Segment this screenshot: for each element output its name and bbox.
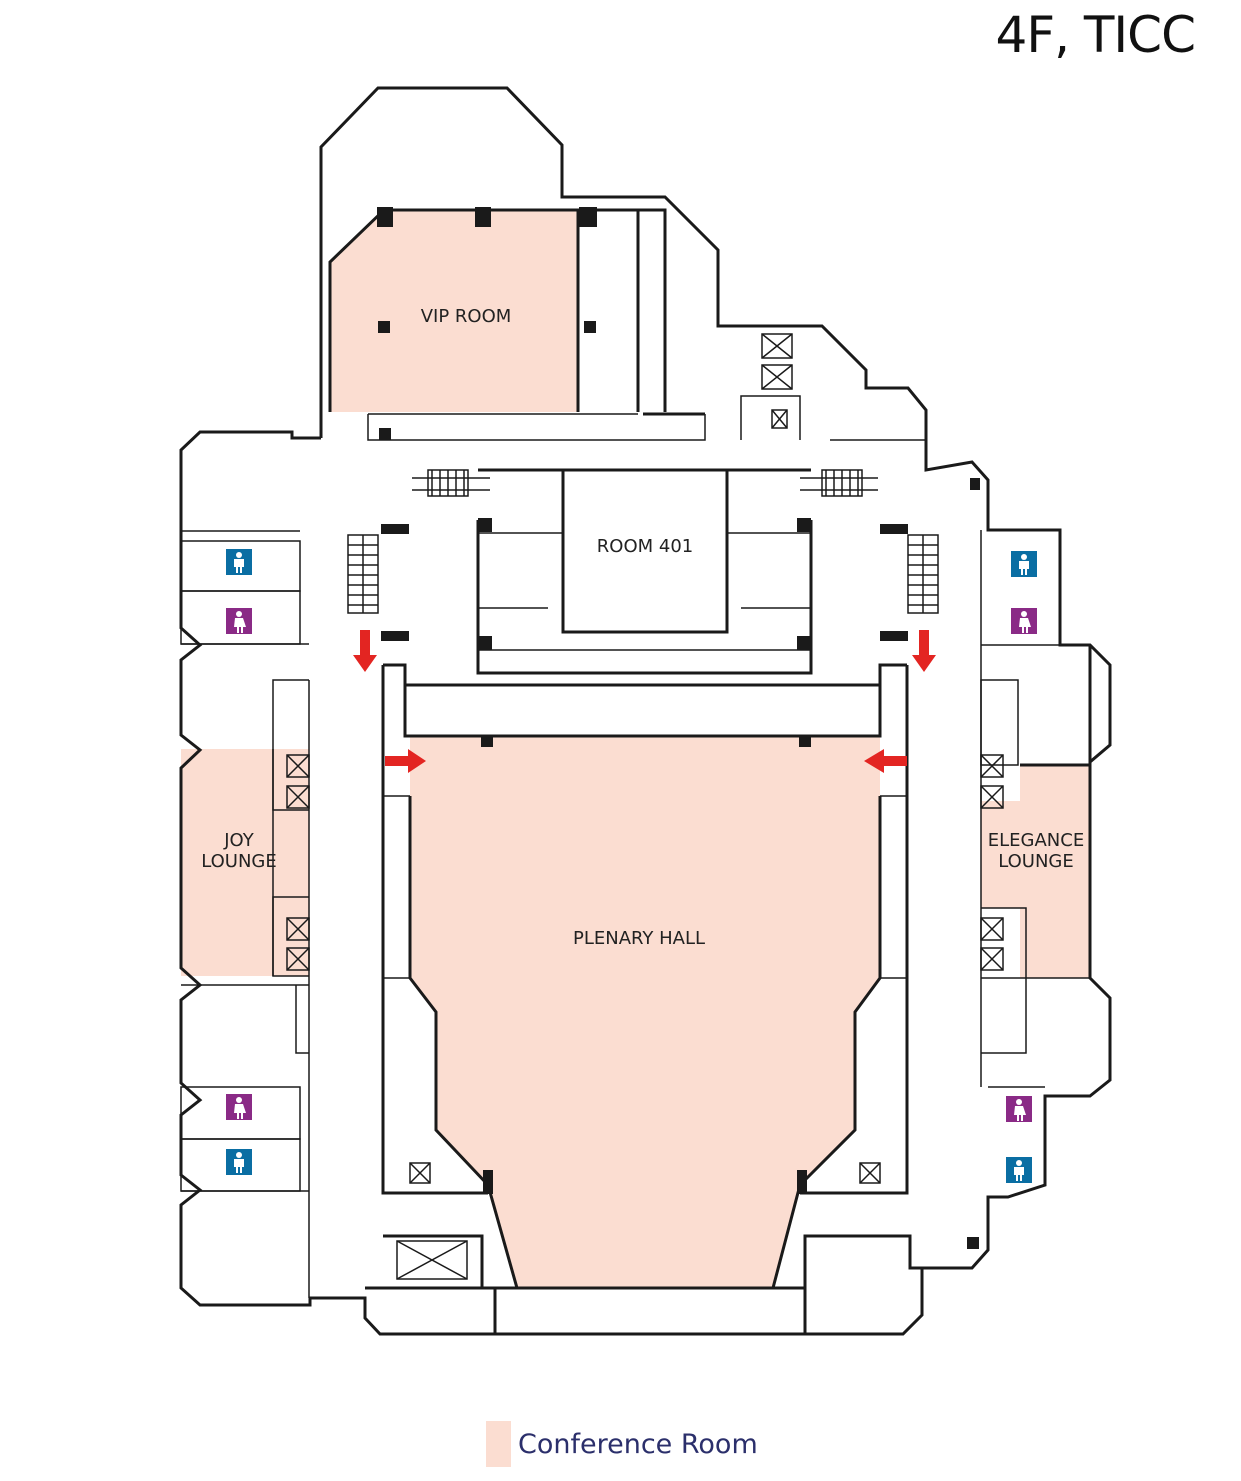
womens-restroom-icon (226, 608, 252, 634)
plenary-hall-area[interactable] (410, 736, 880, 1288)
womens-restroom-icon (1011, 608, 1037, 634)
elegance-lounge-area[interactable] (1020, 765, 1090, 978)
entrance-arrow-icon (385, 749, 426, 773)
legend-swatch-conference-room (486, 1421, 511, 1467)
entrance-arrow-icon (864, 749, 907, 773)
vip-room-area[interactable] (330, 210, 578, 412)
stairs-left (347, 534, 379, 614)
mens-restroom-icon (1011, 551, 1037, 577)
outer-wall (179, 86, 1112, 1336)
entrance-arrow-icon (912, 630, 936, 672)
elegance-lounge-label: ELEGANCE (988, 830, 1084, 851)
entrance-arrow-icon (353, 630, 377, 672)
mens-restroom-icon (226, 1149, 252, 1175)
mens-restroom-icon (226, 549, 252, 575)
stairs-right (907, 534, 939, 614)
mens-restroom-icon (1006, 1157, 1032, 1183)
vip-room-label: VIP ROOM (421, 306, 512, 327)
map-title: 4F, TICC (995, 6, 1196, 64)
joy-lounge-label: JOY (223, 830, 254, 851)
escalator-icon (412, 469, 490, 497)
legend: Conference Room (486, 1421, 758, 1467)
plenary-hall-label: PLENARY HALL (573, 928, 705, 949)
womens-restroom-icon (226, 1094, 252, 1120)
elegance-lounge-label-line2: LOUNGE (998, 851, 1074, 872)
joy-lounge-label-line2: LOUNGE (201, 851, 277, 872)
escalator-icon (800, 469, 878, 497)
room-401-label: ROOM 401 (597, 536, 693, 557)
womens-restroom-icon (1006, 1096, 1032, 1122)
legend-label-conference-room: Conference Room (518, 1428, 758, 1460)
